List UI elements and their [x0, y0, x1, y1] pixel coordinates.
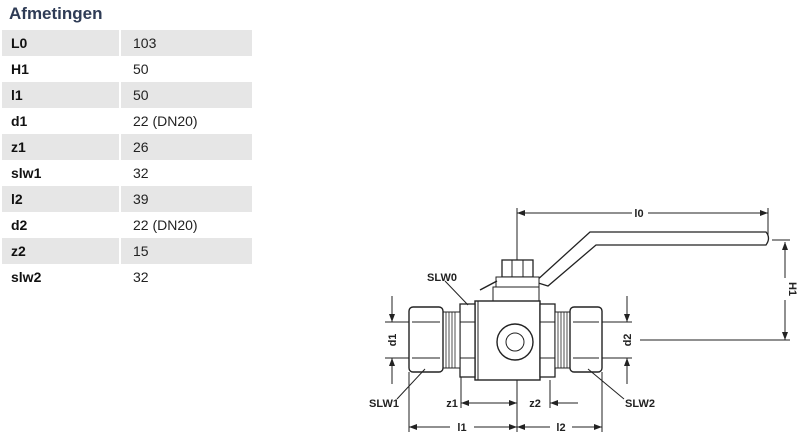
label-d2: d2	[622, 334, 634, 347]
dimension-value: 39	[121, 186, 252, 212]
dimension-label: L0	[2, 30, 119, 56]
label-slw2: SLW2	[625, 398, 655, 410]
section-title: Afmetingen	[9, 4, 103, 23]
label-l2: l2	[556, 422, 565, 434]
dimension-label: slw2	[11, 269, 42, 285]
dimension-label: d1	[11, 113, 28, 129]
dimension-label: H1	[11, 61, 29, 77]
label-l0: l0	[634, 208, 643, 220]
dimension-value: 22 (DN20)	[133, 217, 198, 233]
left-compression-nut	[408, 306, 444, 373]
center-port	[496, 323, 534, 361]
dimension-label: d2	[11, 217, 28, 233]
dimension-value: 22 (DN20)	[133, 113, 198, 129]
table-row: H1 50	[2, 56, 252, 82]
table-row: d1 22 (DN20)	[2, 108, 252, 134]
dimension-label: slw1	[11, 165, 42, 181]
label-d1: d1	[387, 334, 399, 347]
dimension-value: 32	[133, 165, 149, 181]
table-row: slw2 32	[2, 264, 252, 290]
dimension-value: 32	[133, 269, 149, 285]
dimension-value: 103	[121, 30, 252, 56]
label-z1: z1	[446, 398, 458, 410]
dimension-value: 50	[133, 61, 149, 77]
dimension-value: 50	[121, 82, 252, 108]
table-row: d2 22 (DN20)	[2, 212, 252, 238]
slw0-hex	[459, 303, 476, 378]
label-l1: l1	[457, 422, 466, 434]
label-slw1: SLW1	[369, 398, 399, 410]
dimension-value: 15	[121, 238, 252, 264]
stem-nut	[501, 259, 534, 278]
dimension-label: l1	[2, 82, 119, 108]
dimension-value: 26	[121, 134, 252, 160]
table-row: slw1 32	[2, 160, 252, 186]
valve-handle	[533, 231, 770, 287]
label-h1: H1	[786, 282, 798, 296]
dimension-label: z2	[2, 238, 119, 264]
dimension-label: l2	[2, 186, 119, 212]
label-z2: z2	[529, 398, 541, 410]
right-compression-nut	[569, 306, 603, 373]
dimension-label: z1	[2, 134, 119, 160]
label-slw0: SLW0	[427, 272, 457, 284]
